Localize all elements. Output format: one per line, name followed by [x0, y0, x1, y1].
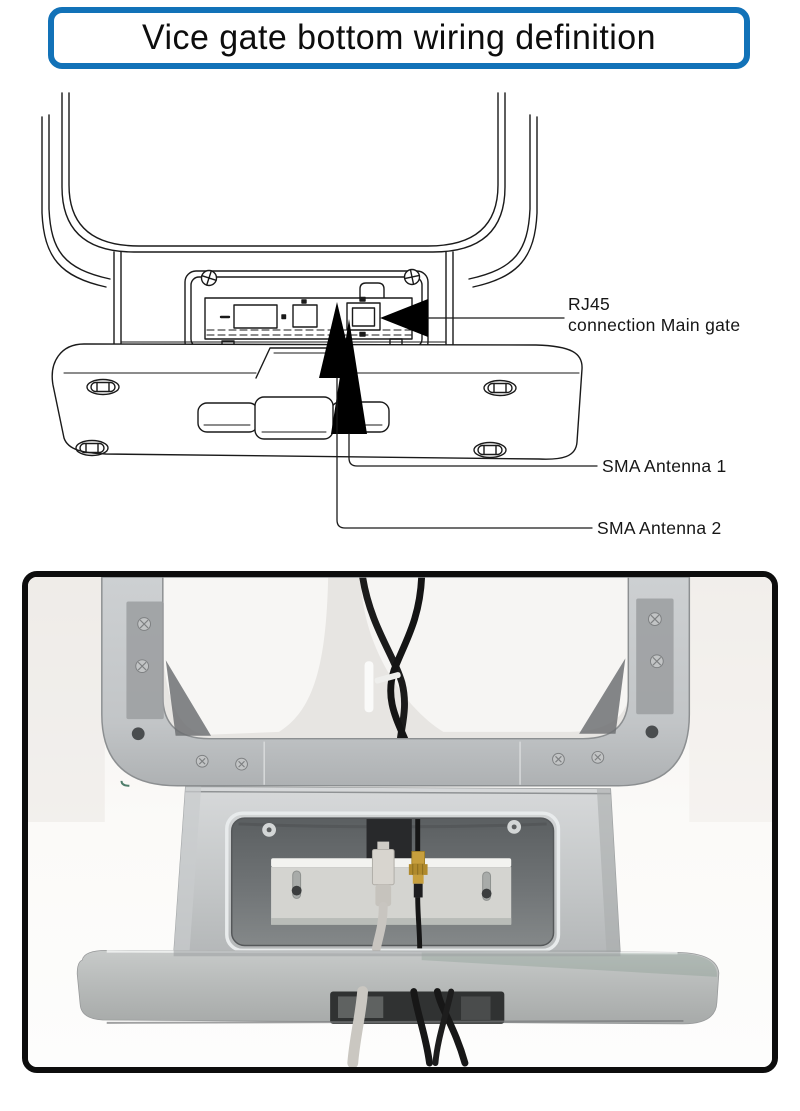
connector-strip — [204, 296, 413, 349]
antenna-cables — [359, 577, 426, 746]
label-rj45-line2: connection Main gate — [568, 315, 740, 335]
corner-hole — [131, 727, 145, 741]
device-photo — [22, 571, 778, 1073]
leader-lines — [336, 317, 598, 529]
page-title: Vice gate bottom wiring definition — [141, 18, 657, 57]
mounting-slot — [483, 379, 517, 397]
mounting-slot — [473, 441, 507, 459]
wiring-compartment — [225, 811, 561, 953]
cable-tie — [374, 672, 401, 684]
corner-hole — [645, 725, 659, 739]
corner-gusset — [579, 658, 626, 734]
rj45-port — [346, 296, 381, 337]
frame-screw-icon — [135, 612, 664, 771]
mounting-slot — [75, 439, 109, 457]
rj45-pointer-arrow-icon — [380, 299, 428, 337]
panel-screw-icon — [403, 268, 421, 286]
label-sma-antenna-1: SMA Antenna 1 — [602, 456, 727, 476]
base-plate — [51, 343, 583, 460]
wiring-diagram: RJ45 connection Main gate SMA Antenna 1 … — [41, 92, 740, 538]
rj45-cable — [371, 841, 395, 953]
panel-screw-icon — [200, 269, 218, 287]
label-rj45-line1: RJ45 — [568, 294, 610, 314]
exit-cables — [347, 986, 469, 1067]
metal-frame — [101, 577, 691, 787]
sma-connector — [408, 819, 428, 949]
sma1-pointer-arrow-icon — [331, 319, 367, 434]
page-title-box: Vice gate bottom wiring definition — [48, 7, 750, 69]
mounting-slot — [86, 378, 120, 396]
corner-gusset — [165, 660, 212, 736]
device-photo-render — [28, 577, 772, 1067]
base-slab — [76, 949, 720, 1025]
gate-cabinet-outline — [41, 92, 538, 345]
connector-panel — [184, 268, 429, 354]
label-sma-antenna-2: SMA Antenna 2 — [597, 518, 722, 538]
